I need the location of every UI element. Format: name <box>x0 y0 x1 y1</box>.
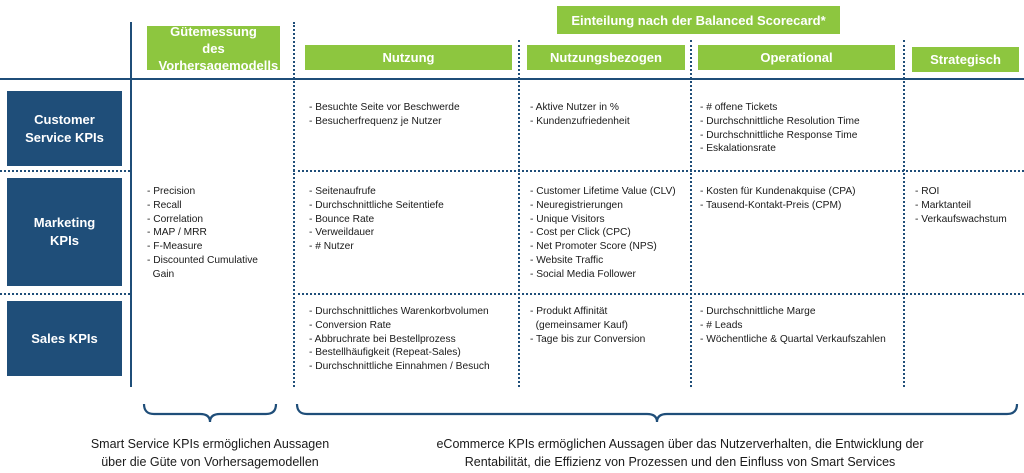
list-item: - Verweildauer <box>309 227 375 239</box>
list-item: - Customer Lifetime Value (CLV) <box>530 186 676 197</box>
list-item: - Website Traffic <box>530 254 604 266</box>
list-item: - Abbruchrate bei Bestellprozess <box>309 333 456 345</box>
list-item: - # offene Tickets <box>700 102 778 113</box>
mk-nutzung-list: - Seitenaufrufe - Durchschnittliche Seit… <box>309 185 444 254</box>
list-item: - Durchschnittliche Response Time <box>700 129 858 141</box>
left-caption-line-1: Smart Service KPIs ermöglichen Aussagen <box>90 437 330 451</box>
quality-header-label: Gütemessung des Vorhersagemodells <box>158 23 279 73</box>
mk-operational-list: - Kosten für Kundenakquise (CPA) - Tause… <box>700 185 856 213</box>
list-item: - Marktanteil <box>915 199 972 211</box>
row-divider-1b <box>293 170 1024 172</box>
list-item: - Discounted Cumulative <box>147 254 258 266</box>
list-item: - Produkt Affinität <box>530 306 608 317</box>
list-item: - Aktive Nutzer in % <box>530 102 619 113</box>
list-item: - Neuregistrierungen <box>530 199 623 211</box>
right-caption-line-1: eCommerce KPIs ermöglichen Aussagen über… <box>436 437 924 451</box>
list-item: - Durchschnittliche Marge <box>700 306 816 317</box>
list-item: - Besuchte Seite vor Beschwerde <box>309 102 460 113</box>
column-divider-3 <box>690 40 692 387</box>
list-item: - # Leads <box>700 319 743 331</box>
right-brace <box>295 403 1019 423</box>
sa-nutzungsbezogen-list: - Produkt Affinität (gemeinsamer Kauf) -… <box>530 305 645 346</box>
row-divider-1 <box>0 170 130 172</box>
list-item: - F-Measure <box>147 241 203 253</box>
balanced-scorecard-header: Einteilung nach der Balanced Scorecard* <box>557 6 840 34</box>
list-item: - Recall <box>147 199 182 211</box>
list-item: - Eskalationsrate <box>700 143 776 155</box>
list-item: (gemeinsamer Kauf) <box>530 319 628 331</box>
quality-kpi-list: - Precision - Recall - Correlation - MAP… <box>147 185 258 282</box>
row-marketing-label: Marketing KPIs <box>33 215 96 248</box>
list-item: - ROI <box>915 186 940 197</box>
row-divider-2b <box>293 293 1024 295</box>
mk-strategisch-list: - ROI - Marktanteil - Verkaufswachstum <box>915 185 1007 226</box>
list-item: - # Nutzer <box>309 241 354 253</box>
column-header-strategisch: Strategisch <box>912 47 1019 72</box>
left-brace <box>142 403 278 423</box>
mk-nutzungsbezogen-list: - Customer Lifetime Value (CLV) - Neureg… <box>530 185 676 282</box>
list-item: - MAP / MRR <box>147 227 207 239</box>
list-item: - Social Media Follower <box>530 268 636 280</box>
list-item: - Durchschnittliche Resolution Time <box>700 115 860 127</box>
list-item: - Tausend-Kontakt-Preis (CPM) <box>700 199 842 211</box>
list-item: Gain <box>147 268 175 280</box>
list-item: - Tage bis zur Conversion <box>530 333 646 345</box>
row-customer-service-label: Customer Service KPIs <box>25 111 104 145</box>
row-sales: Sales KPIs <box>7 301 122 376</box>
column-divider-1 <box>293 22 295 387</box>
list-item: - Net Promoter Score (NPS) <box>530 241 657 253</box>
left-caption-line-2: über die Güte von Vorhersagemodellen <box>101 455 319 469</box>
column-divider-2 <box>518 40 520 387</box>
list-item: - Seitenaufrufe <box>309 186 376 197</box>
list-item: - Bounce Rate <box>309 213 375 225</box>
column-divider-4 <box>903 40 905 387</box>
sa-operational-list: - Durchschnittliche Marge - # Leads - Wö… <box>700 305 886 346</box>
list-item: - Precision <box>147 186 196 197</box>
column-header-nutzung: Nutzung <box>305 45 512 70</box>
cs-operational-list: - # offene Tickets - Durchschnittliche R… <box>700 101 860 156</box>
row-header-divider <box>130 22 132 387</box>
list-item: - Kosten für Kundenakquise (CPA) <box>700 186 856 197</box>
list-item: - Durchschnittliche Seitentiefe <box>309 199 444 211</box>
list-item: - Kundenzufriedenheit <box>530 115 630 127</box>
cs-nutzung-list: - Besuchte Seite vor Beschwerde - Besuch… <box>309 101 460 129</box>
right-caption: eCommerce KPIs ermöglichen Aussagen über… <box>400 435 960 471</box>
list-item: - Bestellhäufigkeit (Repeat-Sales) <box>309 347 461 359</box>
row-marketing: Marketing KPIs <box>7 178 122 286</box>
row-divider-2 <box>0 293 130 295</box>
quality-header: Gütemessung des Vorhersagemodells <box>147 24 280 73</box>
list-item: - Durchschnittliche Einnahmen / Besuch <box>309 361 490 373</box>
list-item: - Correlation <box>147 213 204 225</box>
sa-nutzung-list: - Durchschnittliches Warenkorbvolumen - … <box>309 305 490 374</box>
column-header-nutzungsbezogen: Nutzungsbezogen <box>527 45 685 70</box>
left-caption: Smart Service KPIs ermöglichen Aussagen … <box>70 435 350 471</box>
list-item: - Cost per Click (CPC) <box>530 227 631 239</box>
list-item: - Durchschnittliches Warenkorbvolumen <box>309 306 489 317</box>
list-item: - Besucherfrequenz je Nutzer <box>309 115 442 127</box>
right-caption-line-2: Rentabilität, die Effizienz von Prozesse… <box>464 455 896 469</box>
list-item: - Verkaufswachstum <box>915 213 1007 225</box>
list-item: - Wöchentliche & Quartal Verkaufszahlen <box>700 333 886 345</box>
header-divider-line <box>0 78 1024 80</box>
cs-nutzungsbezogen-list: - Aktive Nutzer in % - Kundenzufriedenhe… <box>530 101 630 129</box>
row-customer-service: Customer Service KPIs <box>7 91 122 166</box>
column-header-operational: Operational <box>698 45 895 70</box>
list-item: - Conversion Rate <box>309 319 392 331</box>
list-item: - Unique Visitors <box>530 213 605 225</box>
